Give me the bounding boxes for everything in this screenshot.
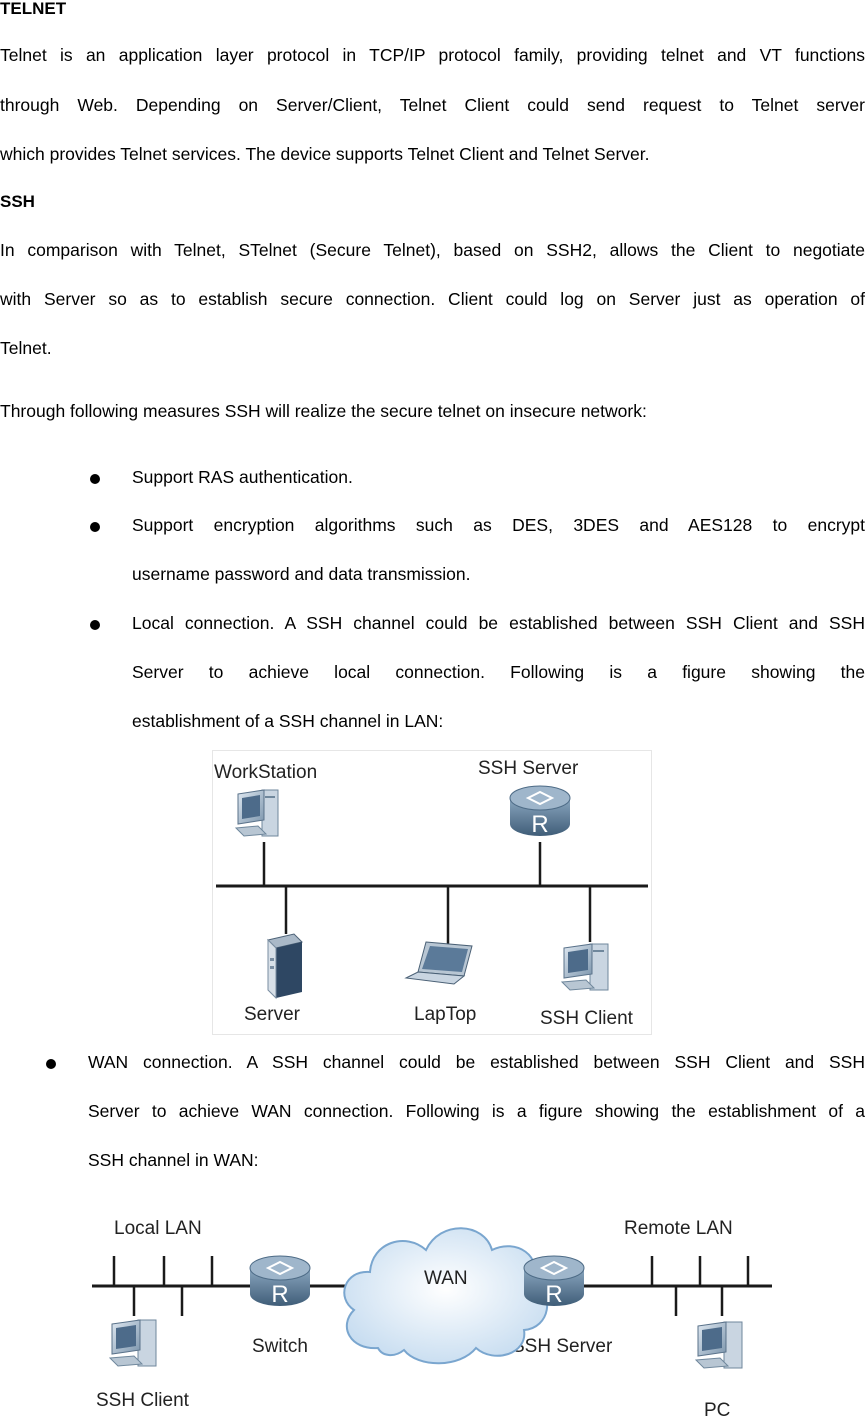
paragraph-line: Telnet.	[0, 338, 52, 358]
paragraph-line: through Web. Depending on Server/Client,…	[0, 95, 865, 115]
wan-topology-figure: Local LAN Remote LAN Switch SSH Server S…	[88, 1198, 776, 1418]
router-icon: R	[509, 785, 571, 838]
bullet-text: Local connection. A SSH channel could be…	[132, 613, 865, 633]
laptop-icon	[404, 941, 473, 985]
bullet-icon	[90, 522, 100, 532]
paragraph-line: In comparison with Telnet, STelnet (Secu…	[0, 240, 865, 260]
label-remote-lan: Remote LAN	[624, 1218, 733, 1239]
label-workstation: WorkStation	[214, 762, 317, 783]
paragraph-line: Telnet is an application layer protocol …	[0, 45, 865, 65]
bullet-text: Server to achieve WAN connection. Follow…	[88, 1101, 865, 1121]
label-server: Server	[244, 1004, 301, 1025]
bullet-text: establishment of a SSH channel in LAN:	[132, 711, 444, 731]
label-ssh-server: SSH Server	[478, 758, 579, 779]
label-ssh-client: SSH Client	[96, 1390, 190, 1411]
section-heading-telnet: TELNET	[0, 0, 67, 18]
bullet-text: Server to achieve local connection. Foll…	[132, 662, 865, 682]
label-ssh-server: SSH Server	[512, 1336, 613, 1357]
bullet-text: Support RAS authentication.	[132, 467, 353, 487]
router-letter: R	[545, 1281, 562, 1308]
pc-icon	[560, 943, 609, 991]
paragraph-line: Through following measures SSH will real…	[0, 401, 647, 421]
pc-icon	[108, 1319, 157, 1367]
bullet-text: WAN connection. A SSH channel could be e…	[88, 1052, 865, 1072]
label-ssh-client: SSH Client	[540, 1008, 634, 1029]
router-icon: R	[523, 1255, 585, 1308]
label-pc: PC	[704, 1400, 730, 1418]
bullet-icon	[90, 474, 100, 484]
section-heading-ssh: SSH	[0, 192, 35, 211]
router-icon: R	[249, 1255, 311, 1308]
label-switch: Switch	[252, 1336, 308, 1357]
label-wan: WAN	[424, 1268, 468, 1289]
server-icon	[267, 933, 303, 1000]
router-letter: R	[271, 1281, 288, 1308]
bullet-text: Support encryption algorithms such as DE…	[132, 515, 865, 535]
label-laptop: LapTop	[414, 1004, 476, 1025]
router-letter: R	[531, 811, 548, 838]
paragraph-line: with Server so as to establish secure co…	[0, 289, 865, 309]
bullet-icon	[46, 1059, 56, 1069]
paragraph-line: which provides Telnet services. The devi…	[0, 144, 650, 164]
cloud-icon: WAN	[343, 1227, 549, 1365]
bullet-text: SSH channel in WAN:	[88, 1150, 259, 1170]
bullet-text: username password and data transmission.	[132, 564, 471, 584]
lan-topology-figure: WorkStation SSH Server Server LapTop SSH…	[212, 750, 652, 1035]
bullet-icon	[90, 620, 100, 630]
label-local-lan: Local LAN	[114, 1218, 202, 1239]
workstation-icon	[234, 789, 279, 837]
pc-icon	[694, 1321, 743, 1369]
